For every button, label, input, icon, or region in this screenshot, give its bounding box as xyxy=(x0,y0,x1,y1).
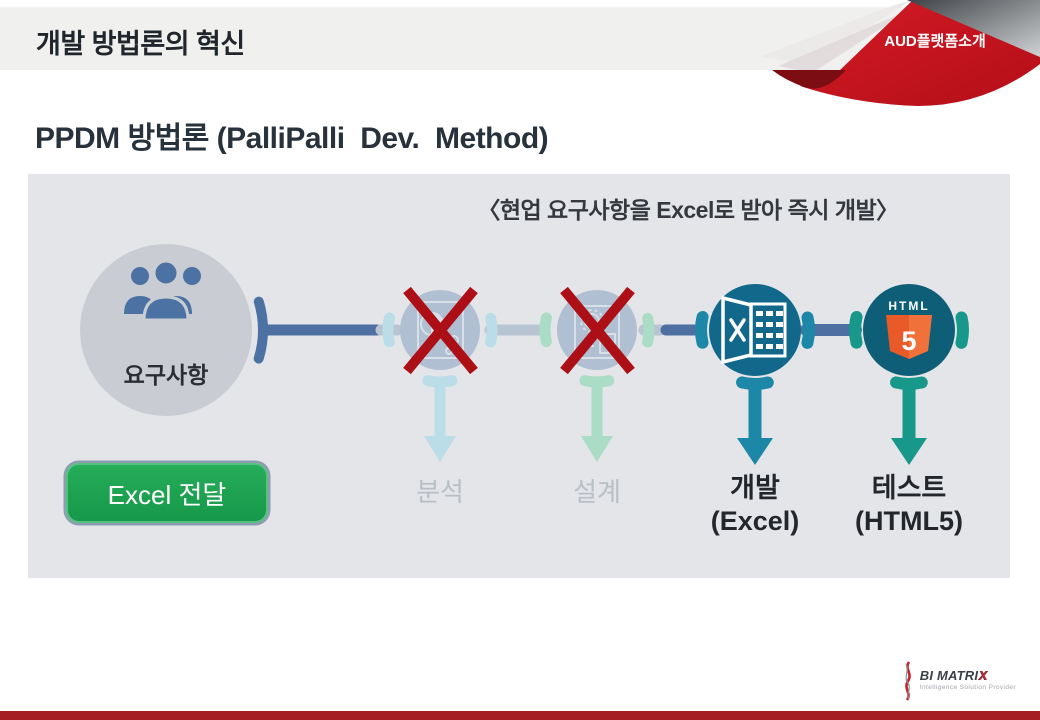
stage-label-develop: 개발 (Excel) xyxy=(680,472,830,538)
ribbon-label: AUD플랫폼소개 xyxy=(884,33,986,50)
diagram-panel: HTML 5 〈현업 요구사항을 Excel로 받아 즉시 개발〉 요구사항 E… xyxy=(28,174,1010,578)
stage-sublabel-test: (HTML5) xyxy=(855,506,963,536)
cross-icon-design xyxy=(560,286,635,375)
stage-test: HTML 5 xyxy=(849,270,969,465)
logo-helix-icon xyxy=(904,661,911,701)
analysis-arrowhead xyxy=(424,436,456,462)
stage-design xyxy=(539,272,655,462)
design-arrowhead xyxy=(581,436,613,462)
stage-label-design: 설계 xyxy=(522,476,672,509)
stage-label-develop-text: 개발 xyxy=(730,473,780,503)
html5-icon: HTML 5 xyxy=(886,299,932,359)
company-logo: BI MATRIXX Intelligence Solution Provide… xyxy=(900,660,1016,702)
ribbon-corner-triangle xyxy=(907,0,1040,57)
slide-subtitle: PPDM 방법론 (PalliPalli Dev. Method) xyxy=(35,122,549,155)
develop-arrowhead xyxy=(737,438,773,465)
stage-label-test-text: 테스트 xyxy=(871,473,947,503)
cross-icon-analysis xyxy=(403,286,478,375)
requirement-fill xyxy=(80,244,252,416)
diagram-caption: 〈현업 요구사항을 Excel로 받아 즉시 개발〉 xyxy=(477,197,899,223)
stage-sublabel-develop: (Excel) xyxy=(710,506,800,536)
ribbon-fold xyxy=(772,70,846,89)
stage-develop xyxy=(695,270,815,465)
logo-accent-x: X xyxy=(979,668,988,683)
html5-word: HTML xyxy=(888,299,929,313)
ribbon-pale-streak xyxy=(760,0,912,64)
requirement-node xyxy=(64,228,268,432)
logo-name: BI MATRIX xyxy=(919,668,988,683)
page-title: 개발 방법론의 혁신 xyxy=(36,29,245,59)
logo-tagline: Intelligence Solution Provider xyxy=(919,684,1016,691)
ribbon-red-band xyxy=(800,0,1040,106)
stage-label-test: 테스트 (HTML5) xyxy=(834,472,984,538)
excel-icon xyxy=(721,295,787,365)
stage-label-analysis: 분석 xyxy=(365,476,515,509)
stage-label-analysis-text: 분석 xyxy=(416,477,464,507)
stage-analysis xyxy=(382,272,498,462)
process-diagram: HTML 5 xyxy=(64,228,969,465)
html5-number: 5 xyxy=(901,326,916,356)
requirement-label: 요구사항 xyxy=(123,362,209,388)
test-arrowhead xyxy=(891,438,927,465)
logo-texts: BI MATRIXX Intelligence Solution Provide… xyxy=(920,660,1016,691)
logo-wordmark: BI MATRIXX xyxy=(920,668,1016,683)
excel-delivery-button[interactable]: Excel 전달 xyxy=(66,463,268,523)
corner-ribbon: AUD플랫폼소개 xyxy=(760,0,1040,110)
people-icon xyxy=(124,259,201,322)
bottom-accent-bar xyxy=(0,711,1040,720)
ribbon-graphic xyxy=(760,0,1040,106)
stage-label-design-text: 설계 xyxy=(573,477,621,507)
ribbon-pale-streak-2 xyxy=(778,6,916,73)
requirement-ring xyxy=(64,228,268,432)
